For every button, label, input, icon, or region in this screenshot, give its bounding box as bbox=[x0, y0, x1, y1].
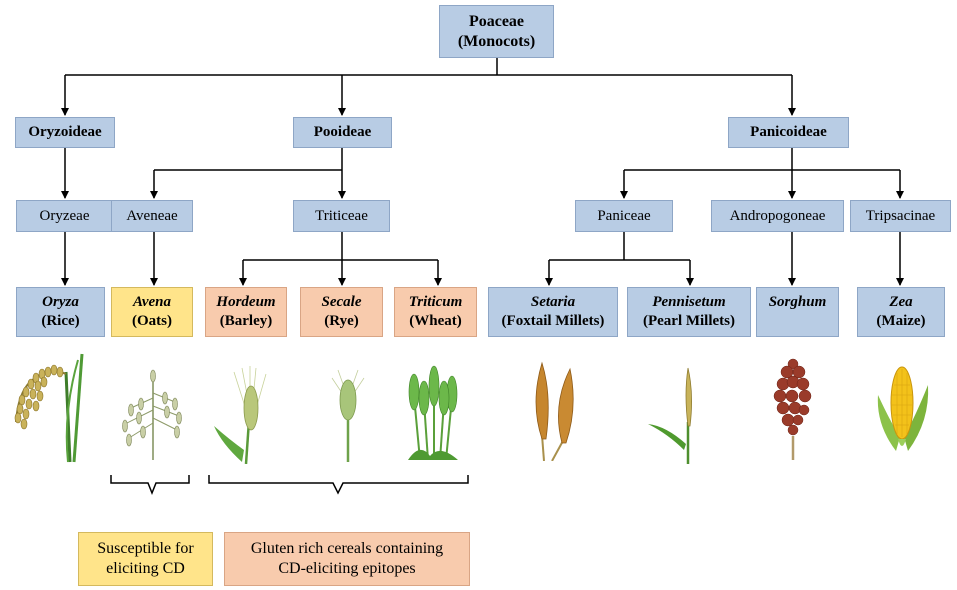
node-aveneae-label: Aveneae bbox=[126, 207, 178, 224]
common-pearl-millets: (Pearl Millets) bbox=[642, 313, 736, 329]
root-subtitle: (Monocots) bbox=[457, 32, 536, 50]
genus-secale: Secale bbox=[321, 294, 362, 310]
node-zea: Zea (Maize) bbox=[857, 287, 945, 337]
common-oats: (Oats) bbox=[132, 313, 172, 329]
node-triticeae-label: Triticeae bbox=[315, 207, 368, 224]
common-foxtail-millets: (Foxtail Millets) bbox=[501, 313, 605, 329]
root-title: Poaceae bbox=[468, 12, 525, 30]
node-aveneae: Aveneae bbox=[111, 200, 193, 232]
legend-gluten-line1: Gluten rich cereals containing bbox=[250, 540, 444, 557]
root-node-poaceae: Poaceae (Monocots) bbox=[439, 5, 554, 58]
maize-cob-icon bbox=[877, 366, 929, 451]
node-setaria: Setaria (Foxtail Millets) bbox=[488, 287, 618, 337]
legend-gluten-rich: Gluten rich cereals containing CD-elicit… bbox=[224, 532, 470, 586]
node-hordeum: Hordeum (Barley) bbox=[205, 287, 287, 337]
node-tripsacinae-label: Tripsacinae bbox=[865, 207, 936, 224]
common-rye: (Rye) bbox=[324, 313, 359, 329]
wheat-spikes-icon bbox=[408, 365, 458, 460]
pearl-millet-icon bbox=[648, 367, 692, 464]
node-oryzoideae: Oryzoideae bbox=[15, 117, 115, 148]
node-pennisetum: Pennisetum (Pearl Millets) bbox=[627, 287, 751, 337]
node-secale: Secale (Rye) bbox=[300, 287, 383, 337]
common-wheat: (Wheat) bbox=[409, 313, 462, 329]
sorghum-head-icon bbox=[773, 358, 812, 460]
genus-oryza: Oryza bbox=[42, 294, 79, 310]
node-tripsacinae: Tripsacinae bbox=[850, 200, 951, 232]
node-andropogoneae-label: Andropogoneae bbox=[729, 207, 826, 224]
node-pooideae-label: Pooideae bbox=[313, 124, 372, 140]
node-andropogoneae: Andropogoneae bbox=[711, 200, 844, 232]
common-barley: (Barley) bbox=[219, 313, 273, 329]
oats-brace bbox=[110, 475, 190, 496]
foxtail-millet-icon bbox=[535, 361, 574, 461]
genus-setaria: Setaria bbox=[530, 294, 576, 310]
legend-oats-susceptible: Susceptible for eliciting CD bbox=[78, 532, 213, 586]
common-maize: (Maize) bbox=[876, 313, 926, 329]
genus-zea: Zea bbox=[889, 294, 913, 310]
node-triticeae: Triticeae bbox=[293, 200, 390, 232]
gluten-brace bbox=[208, 475, 469, 495]
node-paniceae-label: Paniceae bbox=[597, 207, 651, 224]
rice-panicle-icon bbox=[14, 353, 84, 463]
legend-gluten-line2: CD-eliciting epitopes bbox=[278, 560, 416, 577]
node-panicoideae-label: Panicoideae bbox=[750, 124, 827, 140]
oat-panicle-icon bbox=[122, 369, 182, 460]
node-oryzeae: Oryzeae bbox=[16, 200, 113, 232]
node-paniceae: Paniceae bbox=[575, 200, 673, 232]
node-pooideae: Pooideae bbox=[293, 117, 392, 148]
legend-oats-line2: eliciting CD bbox=[106, 560, 185, 577]
node-triticum: Triticum (Wheat) bbox=[394, 287, 477, 337]
genus-pennisetum: Pennisetum bbox=[652, 294, 726, 310]
genus-avena: Avena bbox=[132, 294, 172, 310]
genus-triticum: Triticum bbox=[408, 294, 463, 310]
genus-hordeum: Hordeum bbox=[216, 294, 276, 310]
genus-sorghum: Sorghum bbox=[768, 294, 827, 310]
common-rice: (Rice) bbox=[41, 313, 80, 329]
node-panicoideae: Panicoideae bbox=[728, 117, 849, 148]
barley-spike-icon bbox=[214, 366, 267, 464]
rye-spike-icon bbox=[331, 369, 365, 462]
node-avena: Avena (Oats) bbox=[111, 287, 193, 337]
node-sorghum: Sorghum bbox=[756, 287, 839, 337]
node-oryza: Oryza (Rice) bbox=[16, 287, 105, 337]
node-oryzeae-label: Oryzeae bbox=[39, 207, 90, 224]
legend-oats-line1: Susceptible for bbox=[97, 540, 194, 557]
node-oryzoideae-label: Oryzoideae bbox=[28, 124, 102, 140]
